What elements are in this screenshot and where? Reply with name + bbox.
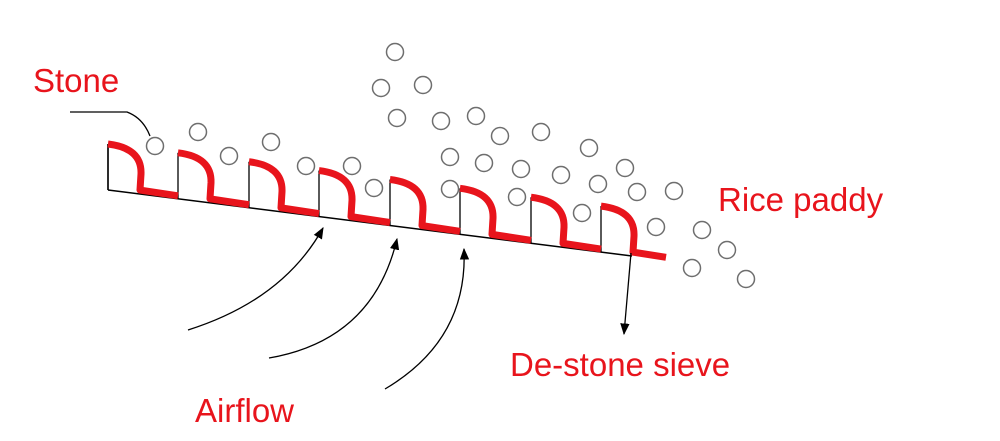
grain-circle xyxy=(579,138,599,158)
sieve-hook xyxy=(248,158,320,218)
grain-circle xyxy=(364,178,384,198)
grain-circle xyxy=(551,165,571,185)
sieve-hook xyxy=(389,176,461,235)
grain-circle xyxy=(615,158,635,178)
sieve-body xyxy=(107,144,633,257)
grain-circle xyxy=(490,126,510,146)
grain-circle xyxy=(572,203,592,223)
grain-circle xyxy=(511,159,531,179)
sieve-hook xyxy=(530,193,602,253)
grain-circle xyxy=(627,182,647,202)
airflow-arrow-right xyxy=(384,247,470,390)
sieve-hook xyxy=(177,149,250,209)
grain-circle xyxy=(682,258,702,278)
grain-circle xyxy=(219,146,239,166)
sieve-hook xyxy=(318,167,391,226)
sieve-label: De-stone sieve xyxy=(510,346,731,383)
grain-circle xyxy=(296,156,316,176)
sieve-dividers xyxy=(107,144,602,253)
grain-circle xyxy=(692,220,712,240)
grain-circle xyxy=(717,240,737,260)
grain-circle xyxy=(646,217,666,237)
grain-circle xyxy=(474,153,494,173)
grain-circle xyxy=(371,78,391,98)
sieve-hook xyxy=(600,202,667,261)
airflow-label: Airflow xyxy=(195,392,295,429)
grain-circle xyxy=(431,111,451,131)
airflow-arrow-middle xyxy=(268,237,400,359)
sieve-hooks xyxy=(107,140,667,261)
grain-circle xyxy=(440,179,460,199)
grain-circle xyxy=(413,75,433,95)
grain-circle xyxy=(188,122,208,142)
sieve-hook xyxy=(107,140,179,200)
sieve-leader-arrow xyxy=(620,252,632,336)
grain-circle xyxy=(736,269,756,289)
grain-circle xyxy=(531,122,551,142)
grain-circle xyxy=(664,181,684,201)
sieve-hook xyxy=(459,184,532,244)
rice-paddy-label: Rice paddy xyxy=(718,181,884,218)
grain-circle xyxy=(466,106,486,126)
grain-circle xyxy=(387,108,407,128)
stone-leader-line xyxy=(70,111,151,137)
grain-circle xyxy=(440,147,460,167)
airflow-arrow-left xyxy=(187,226,324,331)
stone-label: Stone xyxy=(33,62,120,99)
grain-circle xyxy=(507,187,527,207)
grain-circle xyxy=(342,156,362,176)
grain-circle xyxy=(588,174,608,194)
grain-circle xyxy=(145,136,165,156)
grain-circle xyxy=(261,132,281,152)
grain-circle xyxy=(385,42,405,62)
grain-particles xyxy=(145,42,756,289)
